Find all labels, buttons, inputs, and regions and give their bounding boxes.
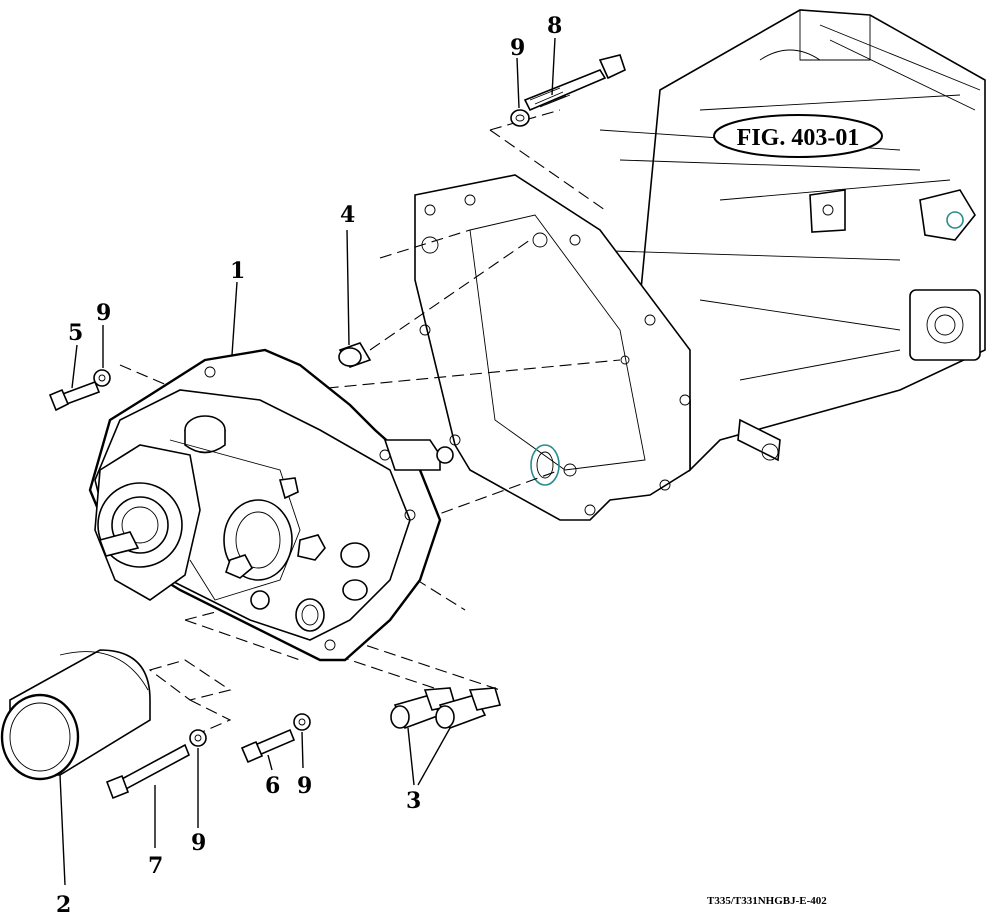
callout-5: 5: [68, 320, 83, 346]
hydraulic-fittings: [390, 687, 502, 730]
long-bolt: [523, 54, 626, 112]
washer-top: [510, 109, 530, 127]
leader-lines: [59, 37, 556, 886]
figure-label: FIG. 403-01: [713, 114, 883, 158]
bolt-7: [105, 743, 191, 800]
callout-4: 4: [340, 202, 355, 228]
bolt-5: [48, 380, 101, 412]
callout-9-bottom: 9: [191, 830, 206, 856]
callout-7: 7: [148, 853, 163, 879]
callout-9-mid: 9: [297, 773, 312, 799]
callout-8: 8: [547, 13, 562, 39]
washer-5: [93, 369, 111, 387]
callout-9-top: 9: [510, 35, 525, 61]
callout-6: 6: [265, 773, 280, 799]
callout-3: 3: [406, 788, 421, 814]
washer-6: [293, 713, 311, 731]
callout-9-left: 9: [96, 300, 111, 326]
housing-flange: [414, 174, 691, 521]
figure-number: FIG. 403-01: [737, 125, 860, 151]
dowel-pin: [338, 342, 372, 368]
washer-7: [189, 729, 207, 747]
oil-filter: [0, 649, 151, 781]
callout-2: 2: [56, 892, 71, 918]
hydraulic-pump-assembly: [88, 348, 454, 662]
callout-1: 1: [230, 258, 245, 284]
bolt-6: [240, 728, 296, 764]
callout-numbers: 1 2 3 4 5 6 7 8 9 9 9 9: [56, 13, 562, 918]
drawing-code: T335/T331NHGBJ-E-402: [707, 895, 827, 907]
